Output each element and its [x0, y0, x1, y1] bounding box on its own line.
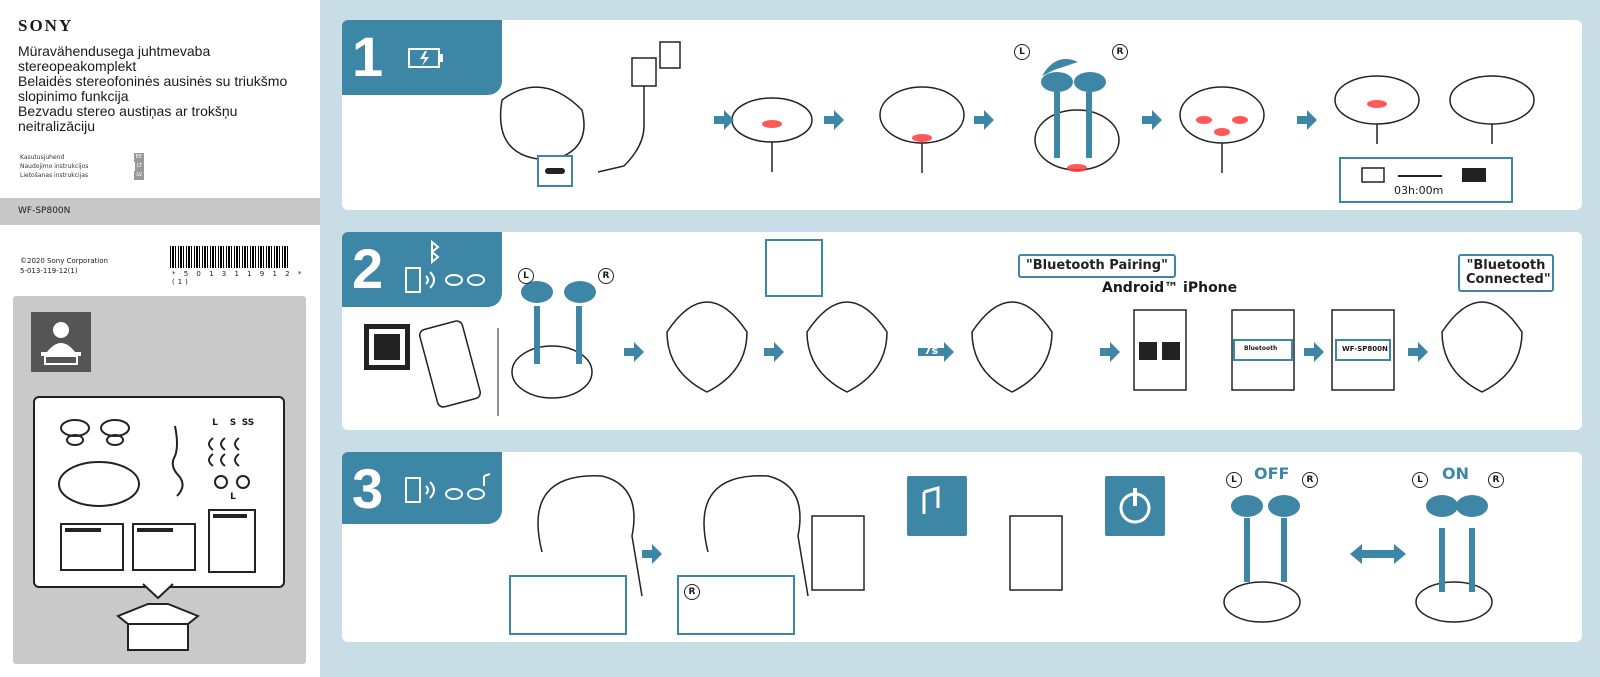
charging-illustration [499, 41, 1535, 203]
step-2-panel: 2 [342, 232, 1582, 430]
music-playback-icon [405, 473, 491, 503]
charge-time: 03h:00m [1394, 184, 1444, 197]
barcode-number: * 5 0 1 3 1 1 9 1 2 * (1) [172, 270, 305, 286]
title-lv: Bezvadu stereo austiņas ar trokšņu neitr… [18, 103, 238, 134]
device-name: WF-SP800N [1342, 345, 1388, 353]
barcode [170, 246, 290, 268]
step-2-tab: 2 [342, 232, 502, 307]
side-label-right: R [1488, 472, 1504, 488]
playback-illustration [509, 475, 1493, 635]
step-3-tab: 3 [342, 452, 502, 524]
side-label-left: L [1226, 472, 1242, 488]
step-number: 3 [352, 457, 384, 520]
on-label: ON [1442, 464, 1469, 483]
side-label-left: L [518, 268, 534, 284]
instruction-column: 1 [320, 0, 1600, 677]
side-label-right: R [684, 584, 700, 600]
side-label-right: R [1112, 44, 1128, 60]
tip-size-ss: SS [241, 418, 255, 428]
bluetooth-pairing-icon [405, 239, 485, 293]
cover-column: SONY Müravähendusega juhtmevaba stereope… [0, 0, 320, 677]
off-label: OFF [1254, 464, 1290, 483]
brand-logo: SONY [18, 16, 74, 35]
package-contents: L S SS L [13, 296, 306, 664]
user-icon [31, 312, 91, 372]
bluetooth-pairing-callout: "Bluetooth Pairing" [1018, 254, 1176, 278]
title-lt: Belaidės stereofoninės ausinės su triukš… [18, 73, 288, 104]
tip-size-s: S [229, 418, 237, 428]
model-bar: WF-SP800N [0, 198, 320, 225]
fin-size-l: L [230, 492, 236, 502]
bluetooth-connected-callout: "Bluetooth Connected" [1458, 254, 1554, 292]
title-ee: Müravähendusega juhtmevaba stereopeakomp… [18, 43, 211, 74]
tip-size-l: L [212, 418, 218, 428]
product-titles: Müravähendusega juhtmevaba stereopeakomp… [18, 44, 308, 134]
pairing-illustration [364, 239, 1523, 416]
side-label-left: L [1014, 44, 1030, 60]
side-label-left: L [1412, 472, 1428, 488]
box-icon [116, 583, 200, 651]
side-label-right: R [598, 268, 614, 284]
bluetooth-list-item: Bluetooth [1244, 345, 1278, 352]
step-3-panel: 3 [342, 452, 1582, 642]
copyright: ©2020 Sony Corporation 5-013-119-12(1) [20, 257, 108, 275]
side-label-right: R [1302, 472, 1318, 488]
step-number: 2 [352, 237, 384, 300]
platform-label: Android™ iPhone [1102, 280, 1238, 296]
wait-time: 7s [924, 344, 939, 357]
battery-charge-icon [408, 48, 443, 68]
step-1-tab: 1 [342, 20, 502, 95]
step-1-panel: 1 [342, 20, 1582, 210]
contents-illustration [58, 419, 256, 573]
step-number: 1 [352, 25, 384, 88]
contents-box: L S SS L [33, 396, 285, 588]
